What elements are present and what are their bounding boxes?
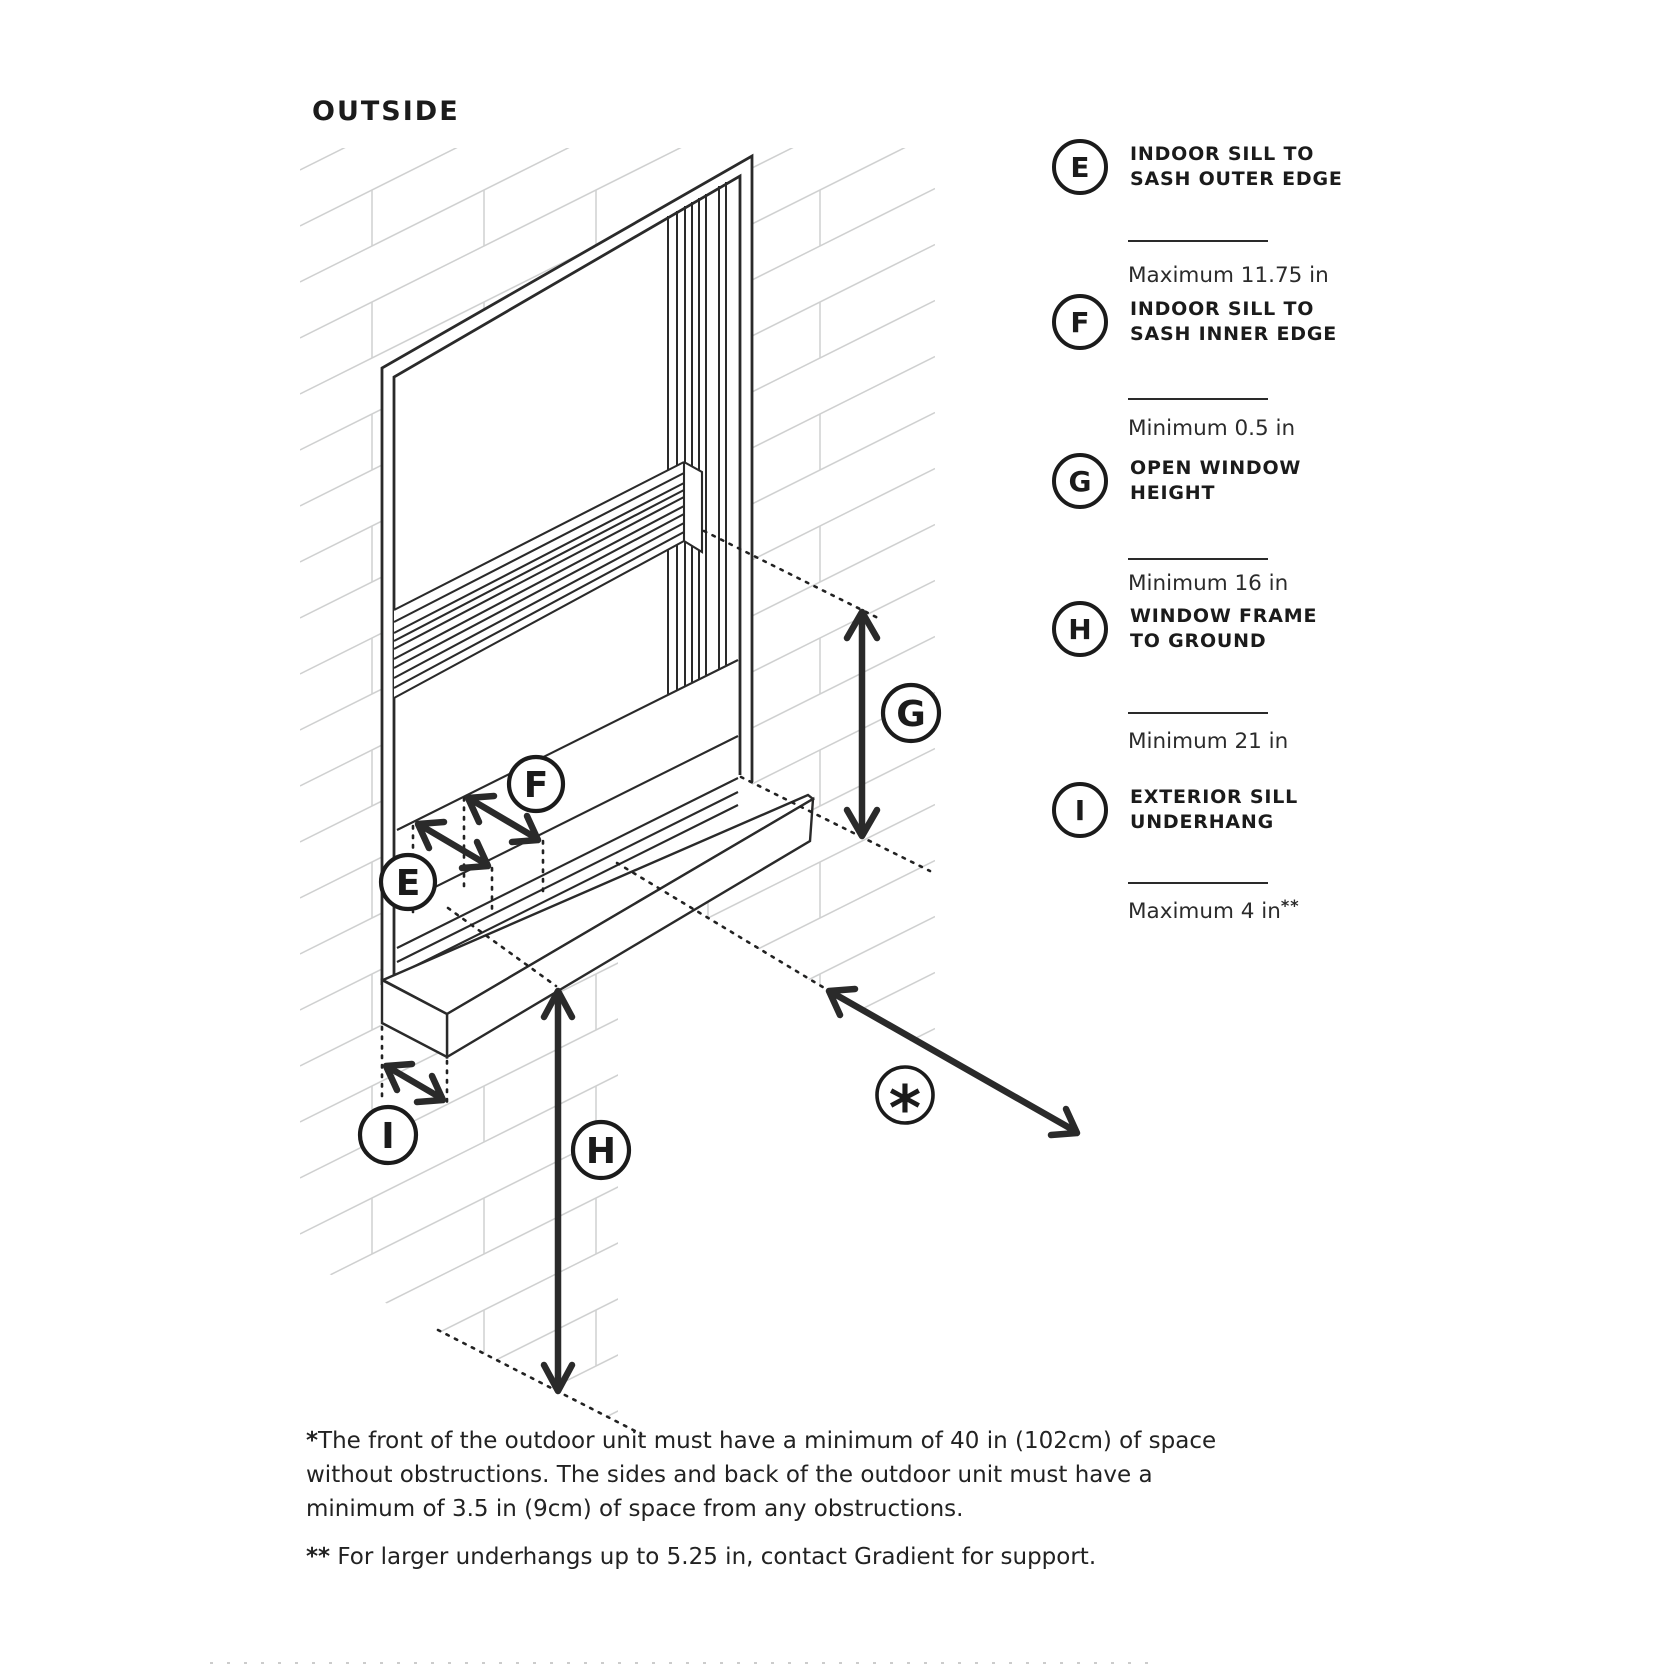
legend-item-f: F INDOOR SILL TO SASH INNER EDGE xyxy=(1052,294,1337,350)
legend-label-e-line2: SASH OUTER EDGE xyxy=(1130,168,1343,190)
legend-label-i-line2: UNDERHANG xyxy=(1130,811,1275,833)
sill-corner-dotted xyxy=(446,906,558,988)
legend-label-h-line1: WINDOW FRAME xyxy=(1130,605,1318,627)
legend-label-h: WINDOW FRAME TO GROUND xyxy=(1130,604,1317,654)
arrow-E xyxy=(414,818,492,872)
dotted-guides xyxy=(380,529,932,1436)
badge-F: F xyxy=(506,754,566,814)
badge-asterisk: * xyxy=(875,1065,935,1145)
sash-check-rail xyxy=(393,461,704,699)
legend-badge-g: G xyxy=(1052,453,1108,509)
arrow-I xyxy=(382,1060,447,1106)
legend-value-i-text: Maximum 4 in xyxy=(1128,899,1281,924)
legend-value-h-text: Minimum 21 in xyxy=(1128,729,1289,754)
legend-label-g: OPEN WINDOW HEIGHT xyxy=(1130,456,1301,506)
footnote-underhang-text: For larger underhangs up to 5.25 in, con… xyxy=(330,1544,1097,1570)
legend-label-e: INDOOR SILL TO SASH OUTER EDGE xyxy=(1130,142,1343,192)
page-title: OUTSIDE xyxy=(312,96,460,127)
exterior-sill-slab xyxy=(380,793,816,1060)
g-lower-dotted xyxy=(739,775,932,873)
legend-value-g: Minimum 16 in xyxy=(1128,568,1288,596)
footnote-underhang: ** For larger underhangs up to 5.25 in, … xyxy=(306,1540,1264,1574)
legend-value-f-text: Minimum 0.5 in xyxy=(1128,416,1296,441)
badge-H-letter: H xyxy=(586,1131,616,1172)
legend-value-f: Minimum 0.5 in xyxy=(1128,413,1295,441)
legend-rule-e xyxy=(1128,240,1268,242)
badge-E: E xyxy=(378,852,438,912)
legend-value-e: Maximum 11.75 in xyxy=(1128,260,1329,288)
legend-value-i-suffix: ** xyxy=(1280,896,1300,915)
legend-item-i: I EXTERIOR SILL UNDERHANG xyxy=(1052,782,1298,838)
legend-label-f-line1: INDOOR SILL TO xyxy=(1130,298,1315,320)
footnote-clearance-text: The front of the outdoor unit must have … xyxy=(306,1428,1217,1522)
legend-label-f: INDOOR SILL TO SASH INNER EDGE xyxy=(1130,297,1337,347)
legend-value-i: Maximum 4 in** xyxy=(1128,896,1300,924)
legend-label-e-line1: INDOOR SILL TO xyxy=(1130,143,1315,165)
footnote-double-asterisk-mark: ** xyxy=(306,1544,331,1570)
right-jamb-tracks xyxy=(667,182,727,694)
clearance-dotted xyxy=(615,861,828,991)
legend-label-f-line2: SASH INNER EDGE xyxy=(1130,323,1338,345)
legend-badge-e: E xyxy=(1052,139,1108,195)
badge-G-letter: G xyxy=(896,694,926,735)
legend-value-h: Minimum 21 in xyxy=(1128,726,1288,754)
arrow-H xyxy=(540,987,576,1395)
legend-label-g-line1: OPEN WINDOW xyxy=(1130,457,1302,479)
legend-rule-g xyxy=(1128,558,1268,560)
legend-label-i: EXTERIOR SILL UNDERHANG xyxy=(1130,785,1298,835)
arrow-G xyxy=(843,608,881,840)
badge-E-letter: E xyxy=(396,863,421,904)
interior-sill-lines xyxy=(396,659,739,976)
legend-label-h-line2: TO GROUND xyxy=(1130,630,1267,652)
badge-I-letter: I xyxy=(381,1116,394,1157)
legend-value-g-text: Minimum 16 in xyxy=(1128,571,1289,596)
legend-rule-h xyxy=(1128,712,1268,714)
footnote-asterisk-mark: * xyxy=(306,1428,319,1454)
badge-F-letter: F xyxy=(524,765,549,806)
legend-item-e: E INDOOR SILL TO SASH OUTER EDGE xyxy=(1052,139,1343,195)
legend-item-g: G OPEN WINDOW HEIGHT xyxy=(1052,453,1301,509)
badge-H: H xyxy=(570,1119,632,1181)
legend-badge-i: I xyxy=(1052,782,1108,838)
legend-label-g-line2: HEIGHT xyxy=(1130,482,1216,504)
legend-badge-h: H xyxy=(1052,601,1108,657)
footnote-clearance: *The front of the outdoor unit must have… xyxy=(306,1424,1264,1526)
badge-asterisk-glyph: * xyxy=(889,1072,921,1145)
legend-rule-f xyxy=(1128,398,1268,400)
legend-label-i-line1: EXTERIOR SILL xyxy=(1130,786,1299,808)
badge-I: I xyxy=(357,1104,419,1166)
arrow-F xyxy=(464,792,542,846)
legend-item-h: H WINDOW FRAME TO GROUND xyxy=(1052,601,1317,657)
ground-dotted xyxy=(436,1328,643,1436)
arrow-clearance xyxy=(825,985,1081,1139)
legend-rule-i xyxy=(1128,882,1268,884)
legend-badge-f: F xyxy=(1052,294,1108,350)
badge-G: G xyxy=(880,682,942,744)
legend-value-e-text: Maximum 11.75 in xyxy=(1128,263,1329,288)
